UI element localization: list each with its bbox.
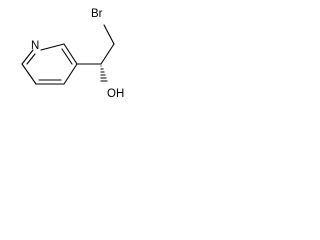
bond-chiral-carbon-to-ch2	[100, 43, 115, 65]
bromine-label: Br	[91, 8, 103, 20]
double-bond-c6-n1	[26, 53, 36, 65]
bond-c3-c4	[63, 63, 78, 85]
nitrogen-label: N	[31, 40, 39, 52]
bond-c5-c6	[21, 63, 37, 85]
bond-c2-c3	[63, 43, 78, 65]
hydroxyl-label: OH	[107, 88, 124, 100]
bond-n1-c2	[40, 43, 65, 51]
bond-ch2-to-bromine	[103, 24, 115, 45]
side-chain	[76, 24, 115, 65]
structure-canvas: N Br OH	[21, 8, 124, 100]
double-bond-c2-c3	[61, 48, 73, 65]
pyridine-ring	[21, 43, 78, 85]
hashed-wedge-bond	[100, 65, 108, 82]
bond-c6-n1	[21, 49, 34, 65]
